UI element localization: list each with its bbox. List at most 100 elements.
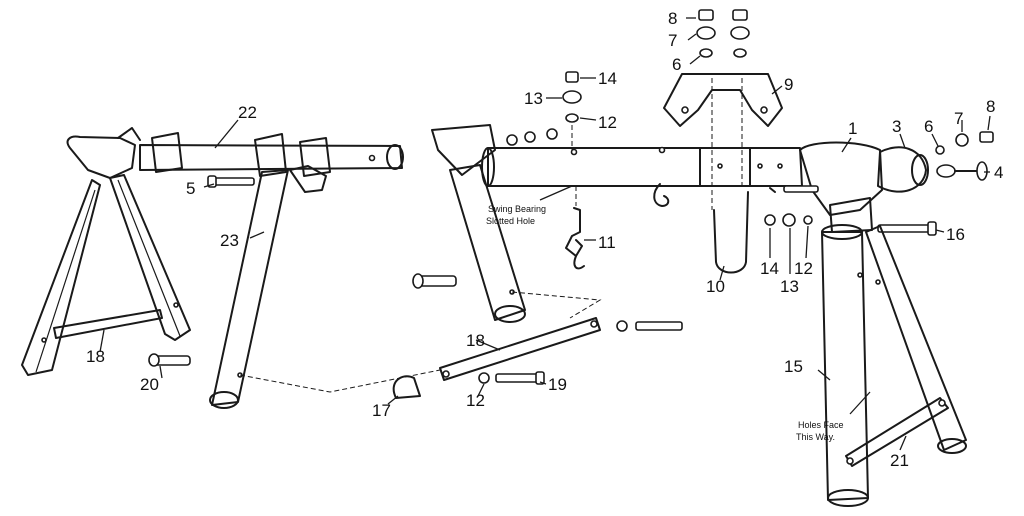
beam-nut-2 [524, 131, 536, 143]
lower-brace-18 [239, 291, 602, 393]
foot-cap-17 [392, 375, 421, 399]
callout-1: 1 [848, 119, 857, 138]
callout-22: 22 [238, 103, 257, 122]
beam-end-left [386, 144, 404, 170]
top-beam-left-section [139, 132, 404, 177]
callout-7-left: 7 [668, 31, 677, 50]
beam-hole [368, 154, 376, 162]
beam-hole-a [570, 148, 578, 156]
callout-7-right: 7 [954, 109, 963, 128]
callout-6-right: 6 [924, 117, 933, 136]
top-beam-main [481, 128, 803, 207]
callout-8-right: 8 [986, 97, 995, 116]
right-leg-hole-b [875, 279, 881, 285]
callout-8-left: 8 [668, 9, 677, 28]
hook-right [769, 187, 776, 193]
callout-21: 21 [890, 451, 909, 470]
callout-4: 4 [994, 163, 1003, 182]
callout-18-left: 18 [86, 347, 105, 366]
center-leg-foot [494, 305, 526, 323]
u-bolt-10 [711, 78, 749, 274]
callout-numbers: 22 5 23 18 20 17 18 12 19 14 13 12 11 8 … [86, 9, 1003, 470]
left-leg-a-seam [35, 189, 96, 373]
center-leg-tube [449, 164, 526, 321]
mid-leg-a [211, 169, 289, 406]
callout-13-mid: 13 [780, 277, 799, 296]
main-beam [487, 147, 803, 187]
right-end-a-frame-15 [821, 224, 967, 507]
callout-18-mid: 18 [466, 331, 485, 350]
left-brace-18 [53, 309, 163, 339]
left-leg-b-seam [117, 179, 181, 337]
note-swing-bearing-line2: Slotted Hole [486, 216, 535, 226]
callout-23: 23 [220, 231, 239, 250]
note-holes-face-line1: Holes Face [798, 420, 844, 430]
right-leg-b-foot [937, 438, 967, 454]
note-swing-bearing-line1: Swing Bearing [488, 204, 546, 214]
bolt-corner [783, 185, 819, 193]
nut-stack-right [730, 9, 750, 58]
beam-hole-b [658, 146, 666, 154]
center-leg [431, 124, 526, 323]
left-leg-b [109, 174, 191, 341]
right-leg-a-top [821, 224, 863, 240]
mid-leg-b [289, 165, 327, 193]
bracket-9 [663, 73, 783, 127]
beam-hole-d [777, 163, 783, 169]
left-leg-hole-b [173, 302, 179, 308]
pin-upper [412, 273, 457, 289]
beam-nut-1 [506, 134, 518, 146]
beam-clamp-2 [254, 133, 287, 177]
note-holes-face: Holes Face This Way. [796, 420, 844, 442]
hardware-stack-top [562, 71, 582, 150]
beam-clamp-3 [299, 137, 331, 177]
callout-9: 9 [784, 75, 793, 94]
right-leg-a-foot [827, 489, 869, 507]
note-swing-bearing: Swing Bearing Slotted Hole [486, 185, 573, 226]
leader-lines [99, 17, 991, 451]
callout-14-top: 14 [598, 69, 617, 88]
swing-hanger-11 [565, 186, 585, 270]
hardware-row-right [935, 131, 994, 155]
callout-15: 15 [784, 357, 803, 376]
callout-6-left: 6 [672, 55, 681, 74]
beam-nut-3 [546, 128, 558, 140]
right-leg-hole [857, 272, 863, 278]
bolt-19 [478, 371, 545, 385]
callout-16: 16 [946, 225, 965, 244]
beam-clamp-1 [151, 132, 183, 173]
callout-17: 17 [372, 401, 391, 420]
bolt-top-brace [616, 320, 683, 332]
top-beam-22 [139, 144, 403, 171]
left-bracket-tab [117, 127, 141, 141]
pin-20 [148, 353, 191, 367]
callout-12-mid: 12 [794, 259, 813, 278]
callout-19: 19 [548, 375, 567, 394]
callout-11: 11 [598, 233, 616, 252]
bolt-5 [207, 175, 255, 188]
callout-13-top: 13 [524, 89, 543, 108]
middle-a-frame-23 [209, 165, 327, 409]
callout-3: 3 [892, 117, 901, 136]
bolt-16 [877, 221, 937, 236]
callout-12-bottom: 12 [466, 391, 485, 410]
callout-10: 10 [706, 277, 725, 296]
mid-leg-foot [209, 391, 239, 409]
beam-sleeve [699, 147, 751, 187]
eye-bolt-4 [936, 161, 988, 181]
main-beam-end [481, 147, 495, 187]
hardware-row-mid [764, 213, 813, 227]
brace-21 [845, 397, 949, 467]
note-holes-face-line2: This Way. [796, 432, 835, 442]
callout-12-top: 12 [598, 113, 617, 132]
nut-stack-left [696, 9, 716, 58]
center-leg-bracket [431, 124, 496, 176]
left-leg-hole [41, 337, 47, 343]
beam-hole-c [757, 163, 763, 169]
callout-20: 20 [140, 375, 159, 394]
callout-14-mid: 14 [760, 259, 779, 278]
end-cap-3 [877, 146, 929, 193]
beam-hole-e [717, 163, 723, 169]
hook-left [653, 183, 670, 207]
